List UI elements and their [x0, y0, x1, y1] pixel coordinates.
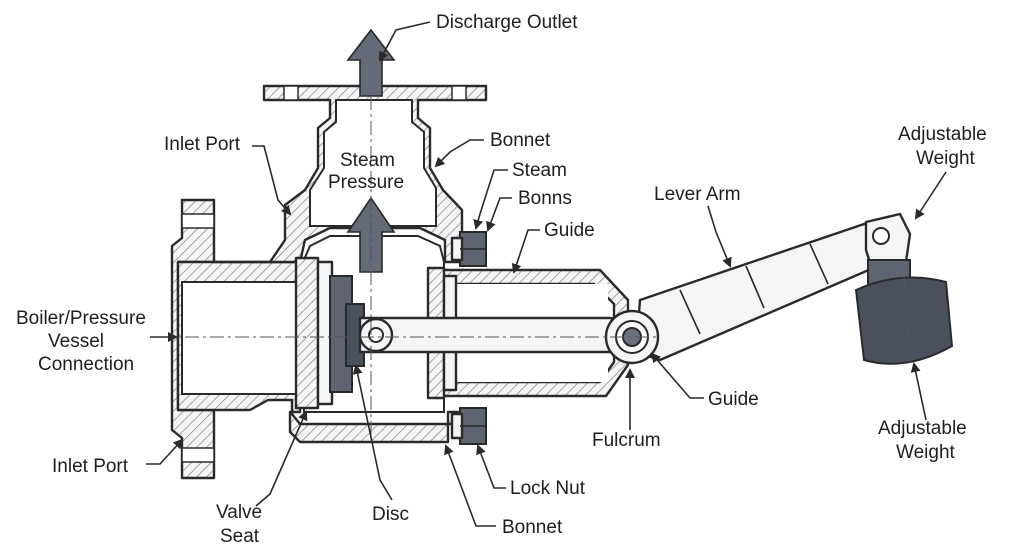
label-bonnet-top: Bonnet [490, 130, 551, 151]
leader-bonnet-top [434, 139, 484, 168]
hanger-pin [872, 227, 890, 245]
label-guide-top: Guide [544, 220, 595, 241]
leader-lines [146, 21, 947, 527]
label-boiler-1: Boiler/Pressure [16, 308, 146, 329]
leader-valve-seat [255, 410, 308, 507]
label-valve-seat-2: Seat [220, 526, 260, 547]
bonnet-bolts [450, 231, 487, 445]
lever-line-1 [679, 289, 701, 335]
label-lever-arm: Lever Arm [654, 184, 741, 205]
label-adjustable-weight-bottom-2: Weight [896, 442, 956, 463]
leader-weight-top [914, 171, 947, 220]
leader-inlet-bottom [146, 438, 184, 465]
top-flange-hole-right [451, 85, 467, 101]
adjustable-weight [854, 276, 954, 365]
label-boiler-2: Vessel [48, 331, 104, 352]
valve-seat-ring [294, 256, 320, 410]
stem-link [358, 316, 642, 354]
label-inlet-port-top: Inlet Port [164, 134, 241, 155]
discharge-arrow [346, 28, 396, 97]
label-adjustable-weight-bottom-1: Adjustable [878, 418, 967, 439]
label-discharge-outlet: Discharge Outlet [436, 12, 578, 33]
lever-arm-group [604, 212, 954, 365]
top-flange-hole-left [283, 85, 299, 101]
flange-hole-upper [181, 213, 215, 229]
flange-hole-lower [181, 447, 215, 463]
inlet-bore [181, 281, 301, 395]
labels: Discharge Outlet Inlet Port Steam Pressu… [16, 12, 987, 547]
leader-guide-top [511, 229, 540, 274]
label-lock-nut: Lock Nut [510, 478, 586, 499]
leader-disc [352, 364, 393, 501]
label-steam-pressure-2: Pressure [328, 172, 404, 193]
label-valve-seat-1: Valve [216, 502, 262, 523]
discharge-throat [309, 99, 437, 227]
leader-lock-nut [476, 444, 506, 489]
leader-bonnet-bottom [444, 444, 496, 527]
label-adjustable-weight-top-2: Weight [916, 148, 976, 169]
label-guide-bottom: Guide [708, 389, 759, 410]
label-disc: Disc [372, 504, 409, 525]
label-bonnet-bottom: Bonnet [502, 517, 563, 538]
leader-lever [707, 205, 732, 268]
leader-steam [473, 169, 508, 230]
label-adjustable-weight-top-1: Adjustable [898, 124, 987, 145]
leader-bonns [486, 197, 512, 232]
label-steam-pressure-1: Steam [340, 150, 395, 171]
disc-pin [368, 327, 384, 343]
disc-stem [358, 316, 642, 354]
leader-guide-bottom [650, 352, 704, 399]
label-fulcrum: Fulcrum [592, 430, 661, 451]
weight-centerline [903, 275, 911, 363]
lever-line-2 [745, 265, 765, 309]
label-inlet-port-bottom: Inlet Port [52, 456, 129, 477]
label-steam: Steam [512, 160, 567, 181]
label-boiler-3: Connection [38, 354, 134, 375]
label-bonns: Bonns [518, 188, 572, 209]
leader-discharge [379, 21, 431, 62]
lever-line-3 [809, 243, 829, 285]
leader-weight-bottom [910, 362, 927, 421]
leader-inlet-top [252, 145, 292, 216]
